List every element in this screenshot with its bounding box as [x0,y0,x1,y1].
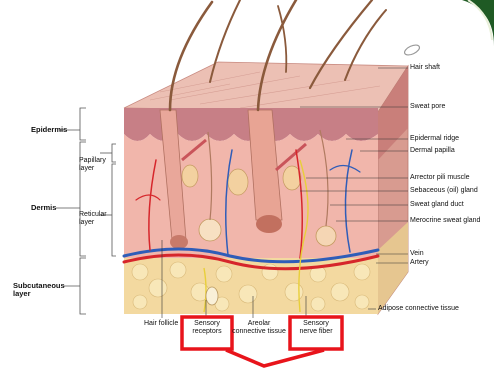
label-dermis: Dermis [31,204,56,212]
label-sensory-nerve-fiber: Sensory nerve fiber [292,320,340,336]
highlight-connector [226,350,324,366]
sensory-receptor [206,287,218,305]
label-hair-follicle: Hair follicle [144,320,178,328]
label-reticular-layer: Reticular layer [79,211,107,227]
label-dermal-papilla: Dermal papilla [410,147,455,155]
label-vein: Vein [410,250,424,258]
label-subcutaneous-layer: Subcutaneous layer [13,282,65,298]
label-sebaceous-gland: Sebaceous (oil) gland [410,187,478,195]
label-artery: Artery [410,259,429,267]
label-sweat-gland-duct: Sweat gland duct [410,201,464,209]
label-epidermis: Epidermis [31,126,67,134]
hair-shaft-cross-section-icon [403,43,421,57]
label-papillary-layer: Papillary layer [79,157,106,173]
label-hair-shaft: Hair shaft [410,64,440,72]
label-adipose-connective-tissue: Adipose connective tissue [378,305,459,313]
label-areolar-connective-tissue: Areolar connective tissue [230,320,288,336]
label-sweat-pore: Sweat pore [410,103,445,111]
label-arrector-pili-muscle: Arrector pili muscle [410,174,470,182]
label-epidermal-ridge: Epidermal ridge [410,135,459,143]
label-sensory-receptors: Sensory receptors [186,320,228,336]
label-merocrine-sweat-gland: Merocrine sweat gland [410,217,480,225]
